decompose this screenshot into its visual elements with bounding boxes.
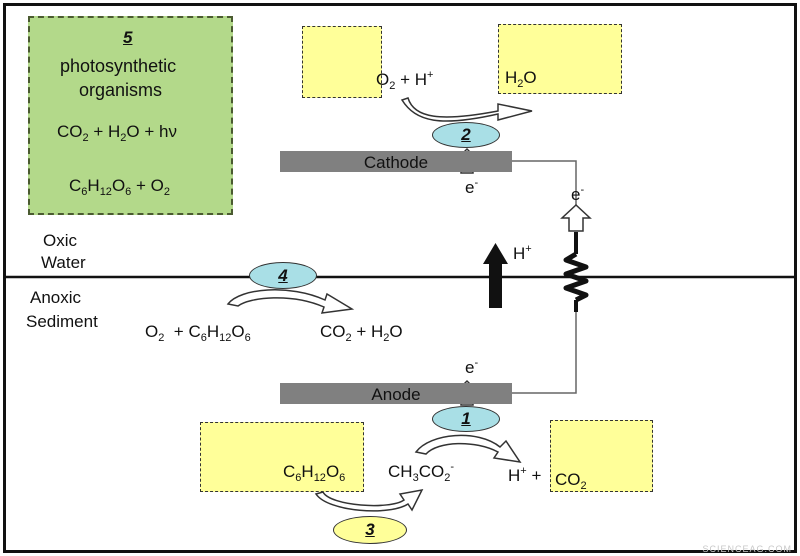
cathode-reaction-arrow — [400, 97, 533, 122]
anode-electron-label: e- — [465, 357, 479, 378]
organisms-label: organisms — [79, 80, 163, 100]
cathode-label: Cathode — [363, 153, 429, 172]
anode-electrode: Anode — [280, 383, 512, 404]
reaction4-arrow — [226, 289, 355, 314]
circuit-wire-lower — [512, 312, 577, 394]
oxic-label: Oxic — [43, 231, 77, 250]
reaction4-reactants: O2 + C6H12O6 — [145, 322, 251, 344]
anode-reaction-arrow — [414, 434, 522, 464]
step-2-number: 2 — [461, 125, 471, 144]
step-2-ellipse: 2 — [432, 122, 500, 148]
h2o-output-box — [498, 24, 622, 94]
photosynthetic-label: photosynthetic — [60, 56, 177, 76]
cathode-electrode: Cathode — [280, 151, 512, 172]
cathode-product-water: H2O — [505, 68, 537, 90]
circuit-wire — [512, 160, 577, 215]
anode-proton-label: H+ + — [508, 465, 542, 486]
photosynthesis-box — [28, 16, 233, 215]
diagram-frame — [3, 3, 797, 553]
anode-label: Anode — [371, 385, 421, 404]
step-3-number: 3 — [365, 520, 375, 539]
watermark: SCIENCEAG.COM — [702, 544, 792, 554]
resistor — [563, 251, 589, 303]
step-4-ellipse: 4 — [249, 262, 317, 289]
proton-arrow — [483, 243, 508, 308]
photosynthesis-reactants: CO2 + H2O + hν — [57, 122, 177, 144]
wire-electron-label: e- — [571, 184, 585, 205]
step-1-number: 1 — [461, 409, 471, 428]
anoxic-label: Anoxic — [30, 288, 82, 307]
acetate-label: CH3CO2- — [388, 461, 454, 484]
cathode-reactants: O2 + H+ — [376, 69, 434, 92]
wire-electron-arrow — [560, 203, 592, 232]
step3-reaction-arrow — [314, 488, 424, 512]
sediment-label: Sediment — [26, 312, 98, 331]
step-4-number: 4 — [278, 265, 288, 285]
o2-input-box — [302, 26, 382, 98]
glucose-input-box — [200, 422, 364, 492]
step-1-ellipse: 1 — [432, 406, 500, 432]
water-label: Water — [41, 253, 86, 272]
photosynthesis-products: C6H12O6 + O2 — [69, 176, 171, 198]
proton-label: H+ — [513, 243, 532, 264]
step-3-ellipse: 3 — [333, 516, 407, 544]
step-5-number: 5 — [123, 28, 133, 47]
glucose-label: C6H12O6 — [283, 462, 346, 484]
co2-output-box — [550, 420, 653, 492]
cathode-electron-label: e- — [465, 177, 479, 198]
reaction4-products: CO2 + H2O — [320, 322, 403, 344]
anode-co2-label: CO2 — [555, 470, 587, 492]
